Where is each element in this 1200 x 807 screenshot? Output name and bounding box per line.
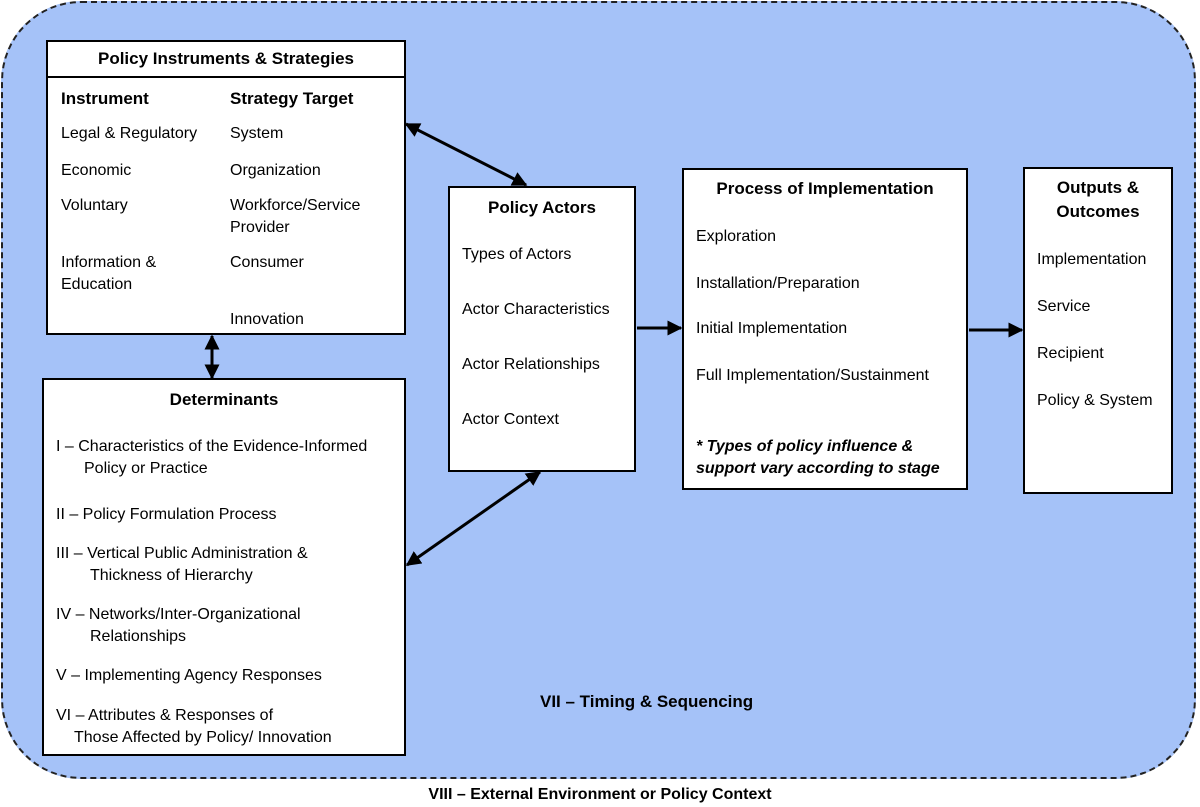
- determinant-item: V – Implementing Agency Responses: [56, 667, 322, 684]
- outputs-title: Outcomes: [1056, 202, 1140, 221]
- arrow-instruments-actors: [404, 122, 528, 187]
- policy-actor-item: Actor Characteristics: [462, 301, 610, 318]
- output-item: Recipient: [1037, 345, 1104, 362]
- policy-actor-item: Actor Relationships: [462, 356, 600, 373]
- process-title: Process of Implementation: [716, 179, 934, 198]
- output-item: Implementation: [1037, 251, 1147, 268]
- policy-actors-box: Policy Actors Types of Actors Actor Char…: [448, 186, 636, 472]
- process-implementation-box: Process of Implementation Exploration In…: [682, 168, 968, 490]
- process-stage: Installation/Preparation: [696, 275, 860, 292]
- process-note: support vary according to stage: [696, 460, 940, 477]
- process-stage: Full Implementation/Sustainment: [696, 367, 929, 384]
- determinant-item: VI – Attributes & Responses of: [56, 707, 274, 724]
- policy-actor-item: Types of Actors: [462, 246, 572, 263]
- strategy-item: Organization: [230, 162, 321, 179]
- instrument-item: Legal & Regulatory: [61, 125, 198, 142]
- instrument-item: Economic: [61, 162, 132, 179]
- strategy-item: Workforce/Service: [230, 197, 361, 214]
- strategy-item: System: [230, 125, 284, 142]
- output-item: Policy & System: [1037, 392, 1153, 409]
- determinants-box: Determinants I – Characteristics of the …: [42, 378, 406, 756]
- instrument-item: Information &: [61, 254, 157, 271]
- outputs-outcomes-box: Outputs & Outcomes Implementation Servic…: [1023, 167, 1173, 494]
- instrument-item: Voluntary: [61, 197, 128, 214]
- strategy-item: Provider: [230, 219, 290, 236]
- determinants-title: Determinants: [169, 390, 279, 409]
- policy-actors-title: Policy Actors: [487, 198, 597, 217]
- external-environment-label: VIII – External Environment or Policy Co…: [428, 786, 772, 803]
- determinant-item: III – Vertical Public Administration &: [56, 545, 308, 562]
- strategy-target-column-header: Strategy Target: [230, 89, 354, 108]
- arrow-determinants-actors: [405, 470, 542, 567]
- instrument-column-header: Instrument: [61, 89, 149, 108]
- policy-instruments-box: Policy Instruments & Strategies Instrume…: [46, 40, 406, 335]
- policy-instruments-title: Policy Instruments & Strategies: [48, 42, 404, 78]
- policy-actor-item: Actor Context: [462, 411, 559, 428]
- strategy-item: Innovation: [230, 311, 304, 328]
- timing-sequencing-label: VII – Timing & Sequencing: [540, 692, 754, 711]
- strategy-item: Consumer: [230, 254, 304, 271]
- determinant-item: IV – Networks/Inter-Organizational: [56, 606, 301, 623]
- process-stage: Initial Implementation: [696, 320, 848, 337]
- determinant-item: Those Affected by Policy/ Innovation: [74, 729, 332, 746]
- determinant-item: Thickness of Hierarchy: [90, 567, 253, 584]
- output-item: Service: [1037, 298, 1091, 315]
- process-stage: Exploration: [696, 228, 777, 245]
- determinant-item: II – Policy Formulation Process: [56, 506, 277, 523]
- process-note: * Types of policy influence &: [696, 438, 914, 455]
- determinant-item: Relationships: [90, 628, 187, 645]
- determinant-item: Policy or Practice: [84, 460, 208, 477]
- instrument-item: Education: [61, 276, 133, 293]
- outputs-title: Outputs &: [1056, 178, 1140, 197]
- determinant-item: I – Characteristics of the Evidence-Info…: [56, 438, 368, 455]
